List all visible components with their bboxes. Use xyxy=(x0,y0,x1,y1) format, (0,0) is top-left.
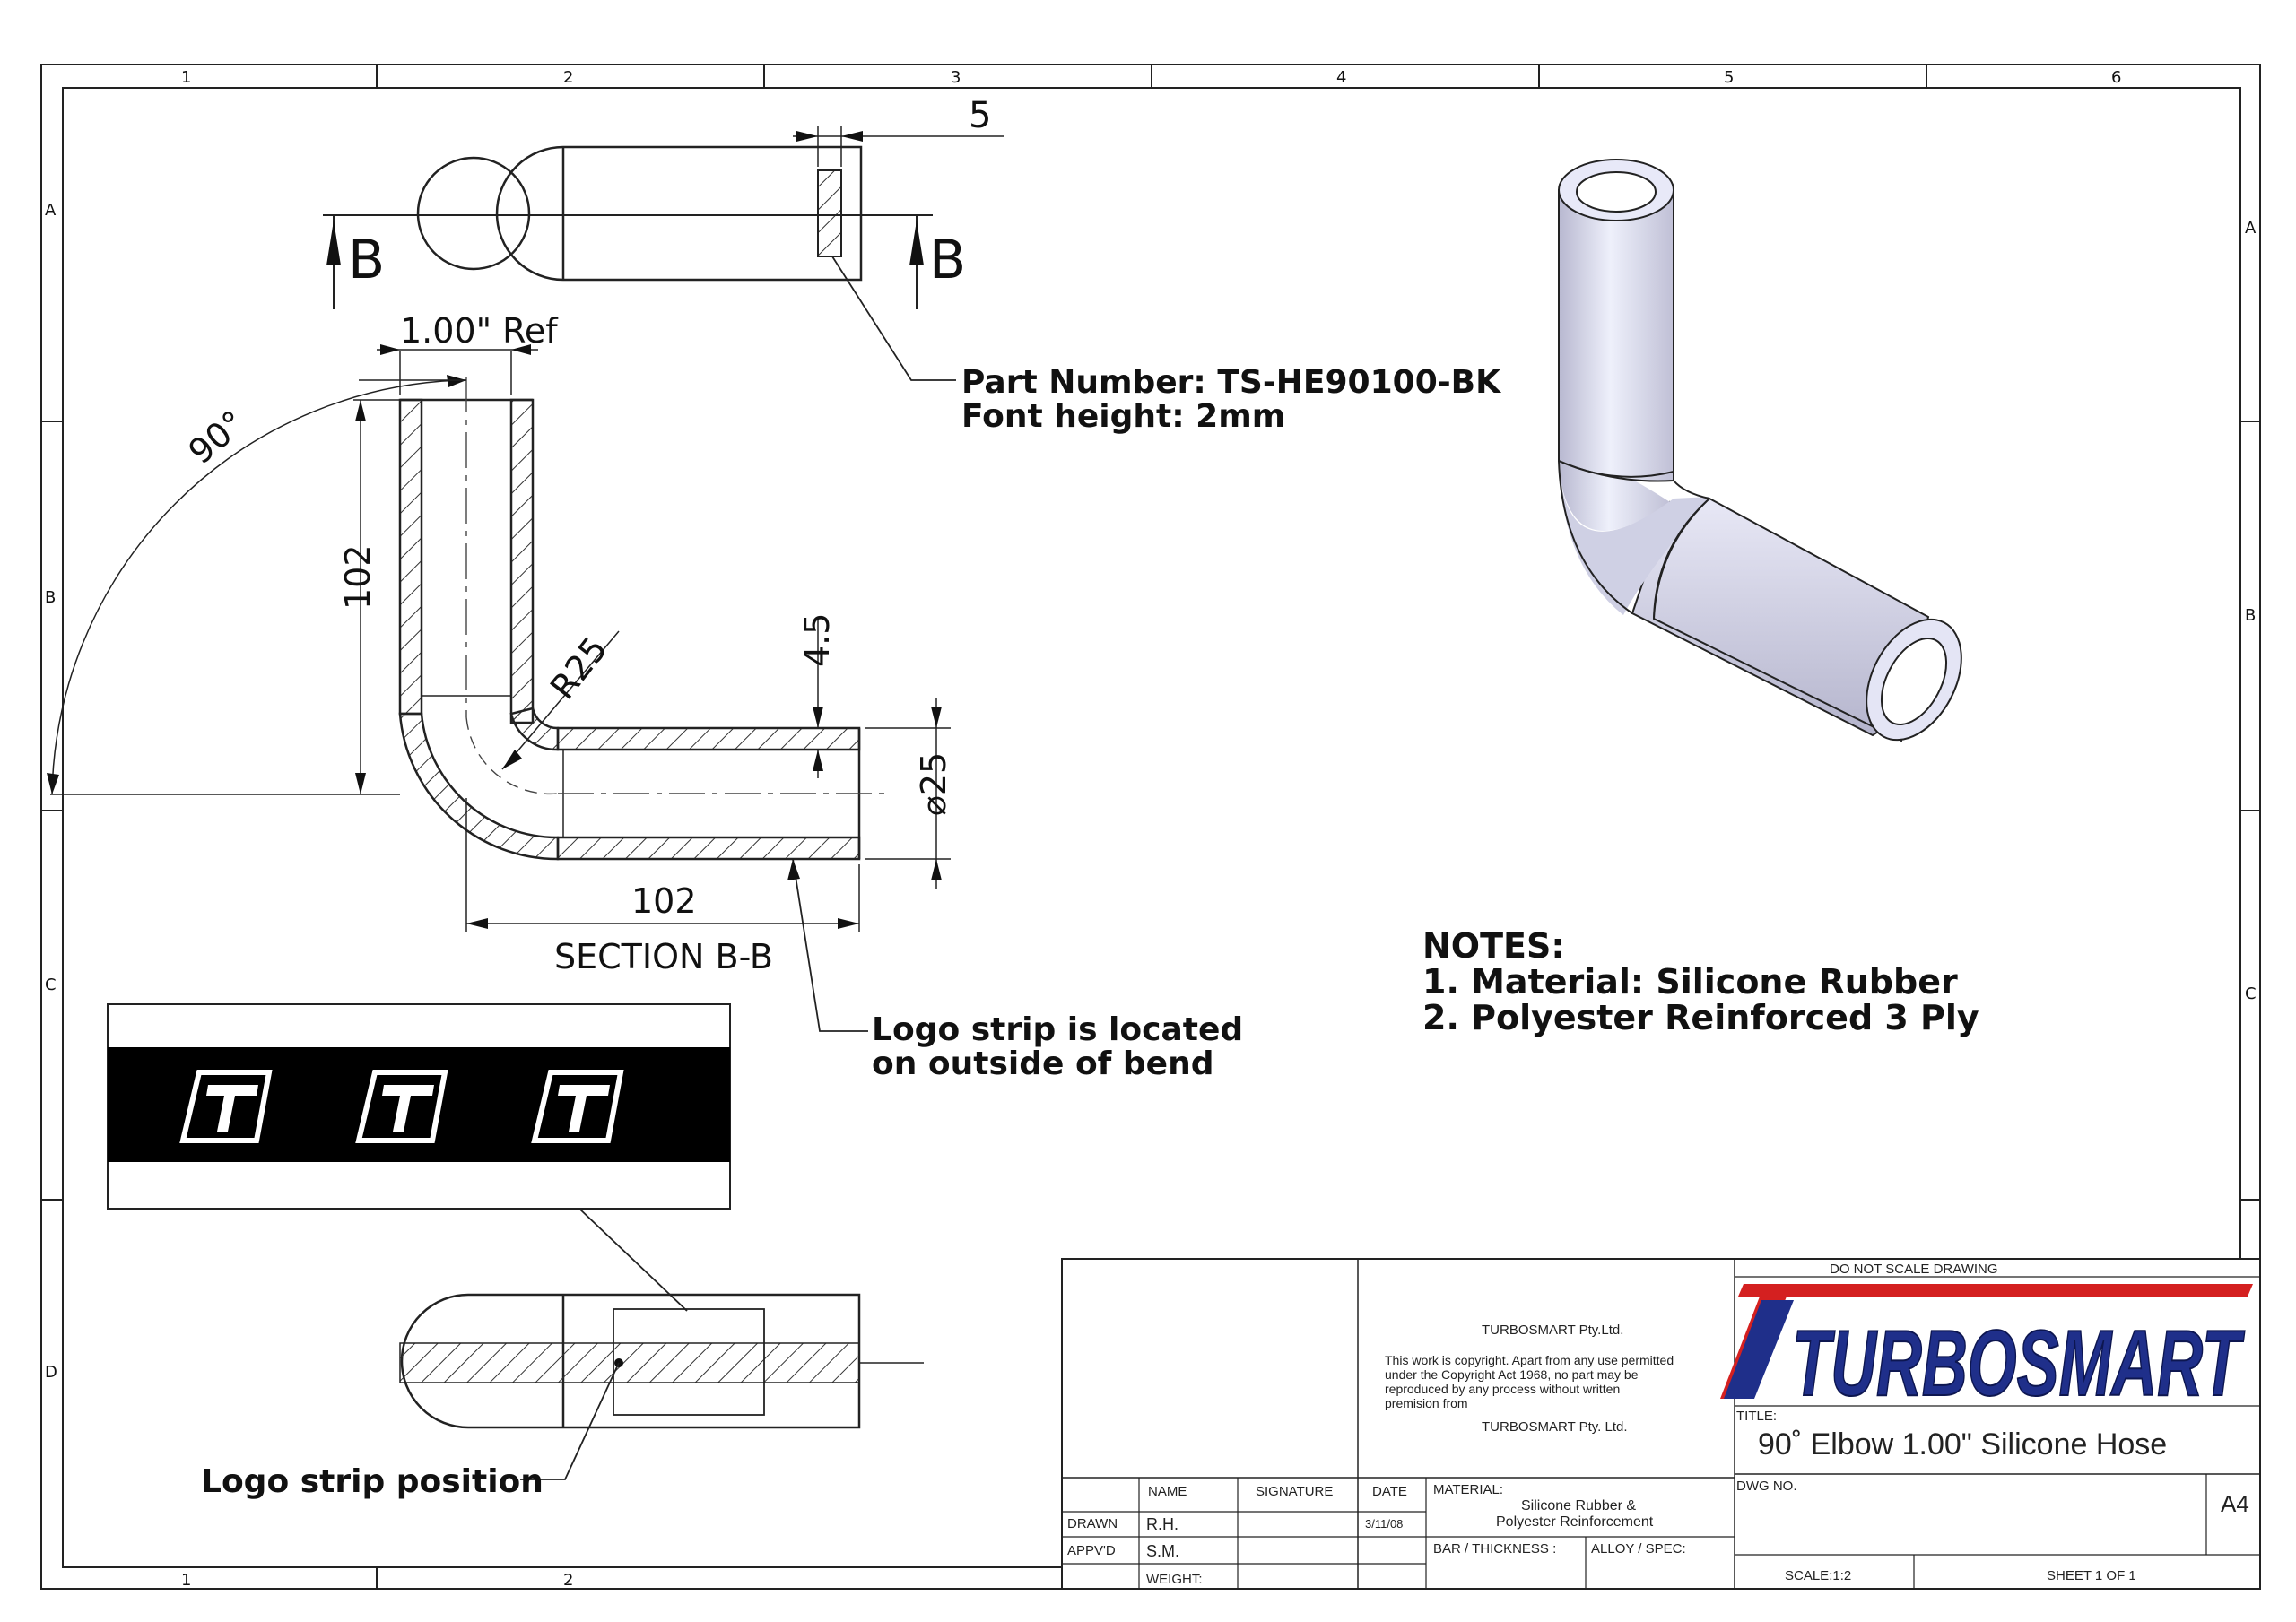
angle-label: 90° xyxy=(181,403,253,472)
turbosmart-logo: TURBOSMART xyxy=(1720,1284,2253,1417)
col-label-3: 3 xyxy=(951,68,961,87)
copyright-line-1: This work is copyright. Apart from any u… xyxy=(1385,1353,1674,1367)
bottom-col-label-1: 1 xyxy=(181,1571,191,1590)
section-title: SECTION B-B xyxy=(554,937,773,976)
company-name-2: TURBOSMART Pty. Ltd. xyxy=(1482,1419,1628,1435)
section-letter-right: B xyxy=(929,229,966,291)
sheet-size: A4 xyxy=(2221,1490,2249,1517)
material-label: MATERIAL: xyxy=(1433,1482,1503,1497)
row-label-a: A xyxy=(45,201,57,220)
copyright-line-2: under the Copyright Act 1968, no part ma… xyxy=(1385,1367,1639,1382)
note-1: 1. Material: Silicone Rubber xyxy=(1422,962,1958,1002)
height-dim-label: 102 xyxy=(338,544,378,610)
logo-position-callout: Logo strip position xyxy=(201,1463,544,1500)
length-dim-label: 102 xyxy=(631,881,697,921)
col-label-1: 1 xyxy=(181,68,191,87)
header-date: DATE xyxy=(1372,1484,1407,1499)
copyright-line-3: reproduced by any process without writte… xyxy=(1385,1382,1620,1396)
drawing-title: 90˚ Elbow 1.00" Silicone Hose xyxy=(1758,1427,2167,1462)
row-label-b-right: B xyxy=(2245,606,2256,625)
part-number-callout: Part Number: TS-HE90100-BK xyxy=(961,364,1501,401)
section-letter-left: B xyxy=(348,229,385,291)
hose-3d-view xyxy=(1558,159,1962,742)
logo-strip-detail xyxy=(107,1003,731,1312)
dim-5-label: 5 xyxy=(969,95,991,136)
material-line-1: Silicone Rubber & xyxy=(1521,1498,1636,1514)
notes-block: NOTES: 1. Material: Silicone Rubber 2. P… xyxy=(1422,926,1979,1037)
ref-dim-label: 1.00" Ref xyxy=(400,311,559,351)
row-label-d: D xyxy=(45,1363,57,1382)
dwg-no-label: DWG NO. xyxy=(1736,1479,1797,1494)
row-label-b: B xyxy=(45,588,56,607)
notes-heading: NOTES: xyxy=(1422,926,1565,966)
font-height-callout: Font height: 2mm xyxy=(961,398,1285,435)
row-label-a-right: A xyxy=(2245,219,2257,238)
bar-thickness-label: BAR / THICKNESS : xyxy=(1433,1541,1556,1557)
title-label: TITLE: xyxy=(1736,1409,1777,1424)
note-2: 2. Polyester Reinforced 3 Ply xyxy=(1422,998,1979,1037)
ts-logo-icon xyxy=(355,1070,448,1143)
col-label-2: 2 xyxy=(563,68,573,87)
diameter-label: ⌀25 xyxy=(914,752,953,816)
appvd-label: APPV'D xyxy=(1067,1543,1116,1558)
col-label-5: 5 xyxy=(1724,68,1734,87)
do-not-scale: DO NOT SCALE DRAWING xyxy=(1830,1262,1998,1277)
title-block: TURBOSMART Pty.Ltd. This work is copyrig… xyxy=(1061,1258,2261,1590)
appvd-name: S.M. xyxy=(1146,1542,1179,1560)
weight-label: WEIGHT: xyxy=(1146,1572,1203,1587)
drawn-date: 3/11/08 xyxy=(1365,1517,1403,1531)
material-line-2: Polyester Reinforcement xyxy=(1496,1514,1654,1530)
section-view: 1.00" Ref 90° 102 R25 4.5 ⌀25 xyxy=(47,311,953,1032)
alloy-spec-label: ALLOY / SPEC: xyxy=(1591,1541,1686,1557)
bottom-view: Logo strip position xyxy=(201,1293,924,1500)
header-signature: SIGNATURE xyxy=(1256,1484,1333,1499)
col-label-4: 4 xyxy=(1336,68,1346,87)
ts-logo-icon xyxy=(531,1070,624,1143)
logo-strip-callout-2: on outside of bend xyxy=(872,1045,1213,1082)
radius-label: R25 xyxy=(543,629,615,707)
ts-logo-icon xyxy=(179,1070,273,1143)
row-label-c: C xyxy=(45,976,57,994)
copyright-line-4: premision from xyxy=(1385,1396,1468,1410)
drawn-label: DRAWN xyxy=(1067,1516,1118,1531)
logo-wordmark: TURBOSMART xyxy=(1792,1312,2245,1416)
wall-dim-label: 4.5 xyxy=(797,613,837,667)
scale-label: SCALE:1:2 xyxy=(1785,1568,1851,1583)
header-name: NAME xyxy=(1148,1484,1187,1499)
company-name: TURBOSMART Pty.Ltd. xyxy=(1482,1323,1623,1338)
col-label-6: 6 xyxy=(2111,68,2121,87)
bottom-col-label-2: 2 xyxy=(563,1571,573,1590)
row-label-c-right: C xyxy=(2245,984,2257,1003)
top-view: B B 5 xyxy=(323,95,1004,381)
sheet-label: SHEET 1 OF 1 xyxy=(2047,1568,2136,1583)
drawn-name: R.H. xyxy=(1146,1515,1178,1533)
logo-strip-callout-1: Logo strip is located xyxy=(872,1011,1243,1048)
